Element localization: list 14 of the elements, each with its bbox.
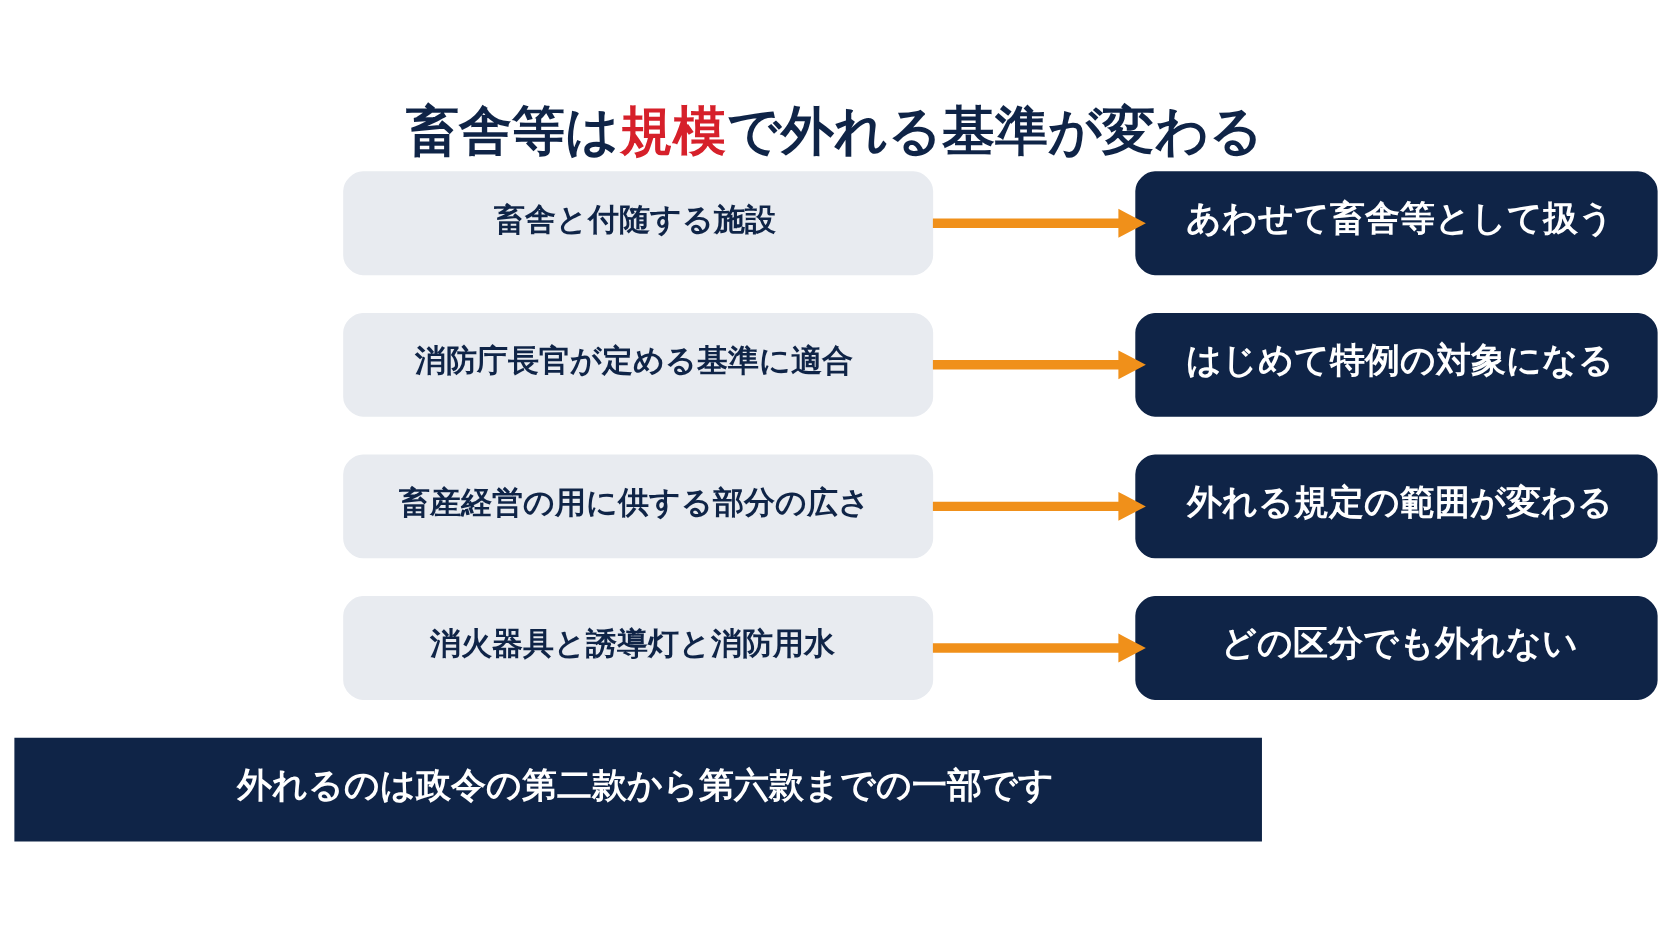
- arrow: [932, 208, 1146, 238]
- node-box: どの区分でも外れない: [1135, 595, 1658, 700]
- node-box: 畜舎と付随する施設: [343, 170, 934, 275]
- arrow: [932, 633, 1146, 662]
- diagram-title: 畜舎等は規模で外れる基準が変わる: [405, 98, 1263, 162]
- node-box: 消火器具と誘導灯と消防用水: [343, 595, 934, 700]
- arrow: [932, 491, 1146, 521]
- node-box: 畜産経営の用に供する部分の広さ: [343, 454, 934, 558]
- node-box: あわせて畜舎等として扱う: [1135, 170, 1658, 275]
- node-box: 消防庁長官が定める基準に適合: [343, 312, 934, 417]
- node-box: 外れるのは政令の第二款から第六款までの一部です: [14, 737, 1262, 841]
- arrow: [932, 349, 1146, 379]
- node-box: 外れる規定の範囲が変わる: [1135, 454, 1658, 558]
- node-box: はじめて特例の対象になる: [1135, 312, 1658, 417]
